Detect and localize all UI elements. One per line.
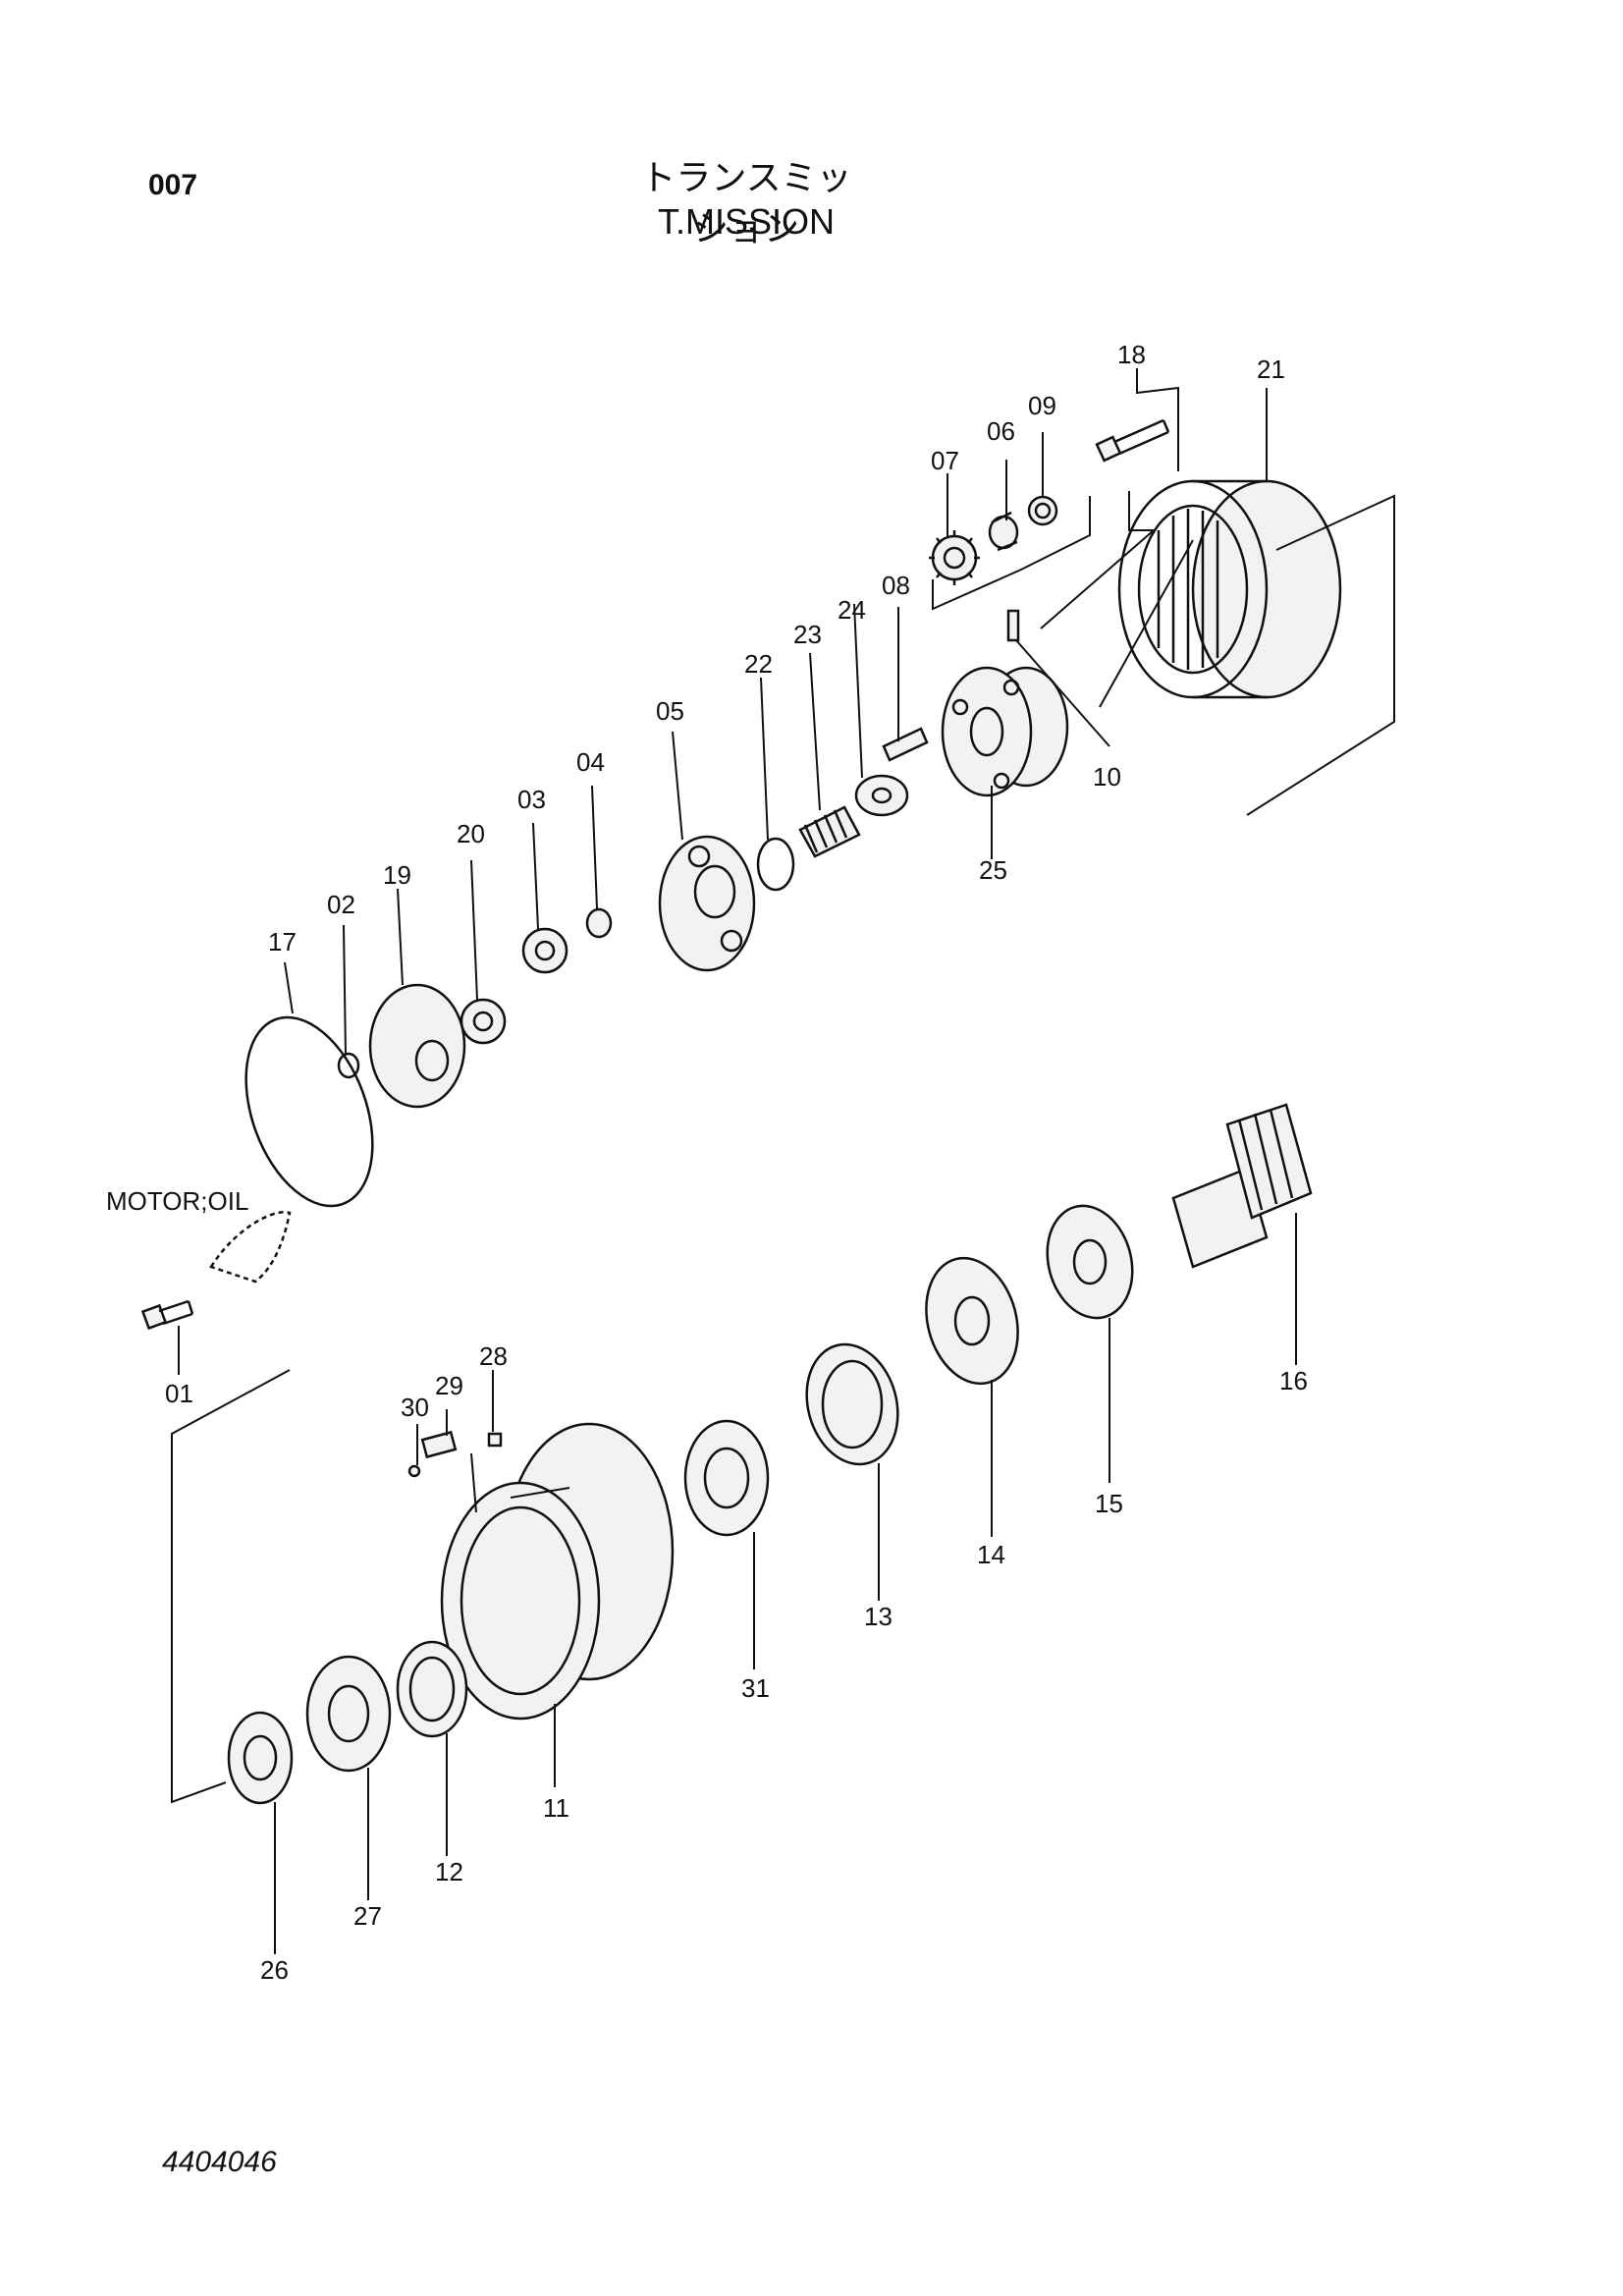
label-14: 14 <box>977 1540 1005 1569</box>
part-17-o-ring <box>244 1015 374 1208</box>
part-29-plate <box>420 1430 458 1459</box>
part-23-sun-gear <box>798 805 861 858</box>
label-11: 11 <box>543 1793 569 1823</box>
part-18-bolt <box>1095 418 1170 463</box>
label-05: 05 <box>656 696 684 726</box>
label-10: 10 <box>1093 762 1121 792</box>
label-29: 29 <box>435 1371 463 1400</box>
part-13-seal <box>805 1342 899 1466</box>
part-05-carrier <box>658 835 756 972</box>
label-01: 01 <box>165 1379 193 1408</box>
part-19-thrust-plate <box>368 983 466 1109</box>
label-23: 23 <box>793 620 822 649</box>
label-04: 04 <box>576 747 605 777</box>
label-17: 17 <box>268 927 297 957</box>
label-24: 24 <box>838 595 866 625</box>
label-30: 30 <box>401 1393 429 1422</box>
part-09-washer <box>1027 495 1058 526</box>
motor-oil-sketch <box>209 1211 292 1284</box>
label-31: 31 <box>741 1673 770 1703</box>
label-09: 09 <box>1028 391 1056 420</box>
label-08: 08 <box>882 571 910 600</box>
label-06: 06 <box>987 416 1015 446</box>
part-08-shaft <box>882 727 929 762</box>
part-31-bearing <box>683 1419 770 1537</box>
label-03: 03 <box>517 785 546 814</box>
title-japanese: トランスミッション <box>640 158 852 249</box>
label-25: 25 <box>979 855 1007 885</box>
part-21-ring-gear <box>1117 479 1342 699</box>
part-12-oil-seal <box>396 1640 468 1738</box>
label-18: 18 <box>1117 340 1146 369</box>
drawing-number: 4404046 <box>162 2146 277 2178</box>
label-16: 16 <box>1279 1366 1308 1395</box>
page-number: 007 <box>148 169 198 201</box>
label-26: 26 <box>260 1955 289 1985</box>
label-12: 12 <box>435 1857 463 1886</box>
part-03-planet-gear <box>521 927 568 974</box>
part-01-bolt <box>140 1299 194 1331</box>
part-20-planet-gear <box>460 998 507 1045</box>
label-02: 02 <box>327 890 355 919</box>
part-30-screw <box>407 1464 421 1478</box>
part-06-needle-bearing <box>988 511 1019 552</box>
label-15: 15 <box>1095 1489 1123 1518</box>
part-22-snap-ring <box>756 837 795 892</box>
part-15-washer <box>1046 1204 1134 1320</box>
part-07-planet-gear <box>929 530 980 585</box>
part-04-needle-bearing <box>585 907 613 939</box>
part-11-housing <box>440 1422 675 1721</box>
label-22: 22 <box>744 649 773 679</box>
label-19: 19 <box>383 860 411 890</box>
part-10-pin <box>1006 609 1020 642</box>
part-26-cover <box>227 1711 294 1805</box>
motor-oil-label: MOTOR;OIL <box>106 1186 248 1216</box>
label-13: 13 <box>864 1602 893 1631</box>
label-28: 28 <box>479 1341 508 1371</box>
label-27: 27 <box>353 1901 382 1931</box>
title-english: T.MISSION <box>657 201 836 242</box>
part-16-output-shaft <box>1171 1103 1313 1269</box>
part-02-o-ring <box>337 1052 360 1079</box>
label-21: 21 <box>1257 355 1285 384</box>
label-07: 07 <box>931 446 959 475</box>
part-28-plug <box>487 1432 503 1448</box>
leader-lines <box>171 368 1395 1954</box>
part-27-bearing <box>305 1655 392 1773</box>
part-labels: 01 02 03 04 05 06 07 08 09 10 11 12 13 1… <box>106 340 1308 1985</box>
part-24-thrust-washer <box>854 774 909 817</box>
part-25-carrier <box>941 666 1069 797</box>
label-20: 20 <box>457 819 485 848</box>
part-14-washer <box>925 1256 1019 1386</box>
